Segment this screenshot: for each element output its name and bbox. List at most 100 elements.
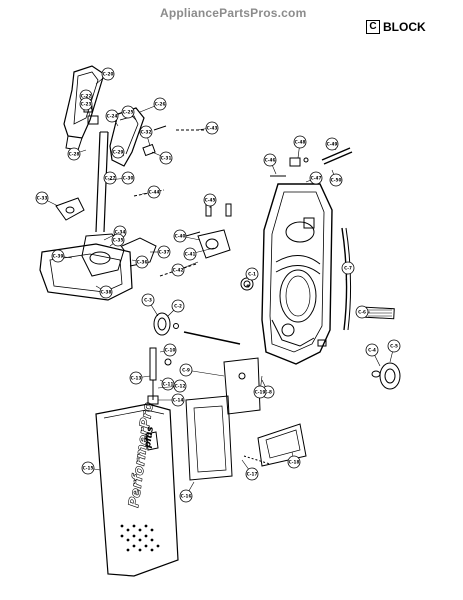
block-word: BLOCK <box>383 19 426 34</box>
callout-c-4: C-4 <box>365 343 381 367</box>
block-label: C BLOCK <box>366 19 426 34</box>
callout-label: C-5 <box>390 344 398 349</box>
callout-badge <box>121 105 135 119</box>
callout-label: C-43 <box>207 126 218 131</box>
block-letter-box: C <box>366 19 380 34</box>
callout-c-2: C-2 <box>167 299 185 317</box>
callout-c-24: C-24 <box>105 109 119 127</box>
callout-label: C-31 <box>161 156 172 161</box>
callout-c-1: C-1 <box>245 267 259 281</box>
callout-label: C-28 <box>69 152 80 157</box>
callout-label: C-47 <box>311 176 322 181</box>
callout-badge <box>171 299 185 313</box>
callout-c-9: C-9 <box>179 363 225 377</box>
callout-label: C-39 <box>53 254 64 259</box>
cover-brand-suffix: plus <box>143 425 156 449</box>
callout-label: C-40 <box>175 234 186 239</box>
axle-and-wheel <box>147 312 241 405</box>
callout-c-6: C-6 <box>355 305 370 319</box>
callout-c-27: C-27 <box>103 171 117 185</box>
callout-badge <box>173 229 187 243</box>
callout-badge <box>111 233 125 247</box>
callout-c-32: C-32 <box>139 125 153 147</box>
callout-badge <box>253 385 267 399</box>
callout-label: C-15 <box>83 466 94 471</box>
callout-badge <box>103 171 117 185</box>
callout-c-17: C-17 <box>241 459 259 481</box>
callout-c-12: C-12 <box>157 379 187 393</box>
cover-brand-name: PerformerPro <box>126 401 157 509</box>
callout-badge <box>135 255 149 269</box>
callout-c-36: C-36 <box>131 255 149 269</box>
callout-c-44: C-44 <box>141 185 161 199</box>
callout-c-38: C-38 <box>95 285 113 299</box>
callout-c-43: C-43 <box>195 121 219 135</box>
callout-label: C-29 <box>113 150 124 155</box>
callout-badge <box>329 173 343 187</box>
callout-badge <box>111 145 125 159</box>
callout-c-40: C-40 <box>173 229 201 243</box>
callout-label: C-7 <box>344 266 352 271</box>
callout-label: C-24 <box>107 114 118 119</box>
callout-c-48: C-48 <box>293 135 307 159</box>
callout-badge <box>179 363 193 377</box>
callout-c-41: C-41 <box>183 247 215 261</box>
callout-badge <box>79 97 93 111</box>
callout-c-33: C-33 <box>35 191 59 207</box>
callout-c-13: C-13 <box>129 371 151 385</box>
callout-c-16: C-16 <box>179 481 195 503</box>
callout-badge <box>205 121 219 135</box>
callout-c-30: C-30 <box>107 171 135 185</box>
callout-c-26: C-26 <box>139 97 167 113</box>
callout-label: C-35 <box>113 238 124 243</box>
callout-label: C-46 <box>265 158 276 163</box>
callout-badge <box>101 67 115 81</box>
callout-badge <box>325 137 339 151</box>
callout-c-23: C-23 <box>79 97 93 117</box>
callout-c-15: C-15 <box>81 461 101 475</box>
handle-base <box>39 197 157 301</box>
callout-badge <box>365 343 379 357</box>
callout-c-35: C-35 <box>109 233 125 247</box>
callout-layer: C-20C-22C-23C-24 C-25 C-26C-27 C-28 C-29C-30… <box>35 67 401 503</box>
callout-label: C-6 <box>358 310 366 315</box>
callout-c-18: C-18 <box>287 451 301 469</box>
callout-badge <box>157 245 171 259</box>
callout-badge <box>121 171 135 185</box>
callout-badge <box>105 109 119 123</box>
callout-label: C-34 <box>115 230 126 235</box>
callout-c-31: C-31 <box>151 151 173 165</box>
callout-label: C-42 <box>173 268 184 273</box>
callout-badge <box>67 147 81 161</box>
callout-c-3: C-3 <box>141 293 159 317</box>
callout-label: C-3 <box>144 298 152 303</box>
callout-c-5: C-5 <box>387 339 401 363</box>
callout-label: C-25 <box>123 110 134 115</box>
callout-badge <box>263 153 277 167</box>
callout-badge <box>341 261 355 275</box>
callout-label: C-32 <box>141 130 152 135</box>
callout-badge <box>183 247 197 261</box>
callout-label: C-30 <box>123 176 134 181</box>
callout-badge <box>139 125 153 139</box>
callout-c-45: C-45 <box>203 193 217 208</box>
callout-label: C-37 <box>159 250 170 255</box>
callout-label: C-27 <box>105 176 116 181</box>
callout-label: C-9 <box>182 368 190 373</box>
callout-label: C-45 <box>205 198 216 203</box>
callout-label: C-23 <box>81 102 92 107</box>
callout-c-49: C-49 <box>325 137 339 151</box>
callout-label: C-19 <box>255 390 266 395</box>
callout-label: C-38 <box>101 290 112 295</box>
callout-badge <box>355 305 369 319</box>
callout-label: C-14 <box>173 398 184 403</box>
main-housing <box>261 183 352 365</box>
filter-and-wheel <box>365 306 401 390</box>
callout-c-20: C-20 <box>95 67 115 85</box>
callout-badge <box>387 339 401 353</box>
callout-badge <box>129 371 143 385</box>
callout-label: C-16 <box>181 494 192 499</box>
callout-label: C-22 <box>81 94 92 99</box>
callout-leader-line <box>185 369 225 377</box>
